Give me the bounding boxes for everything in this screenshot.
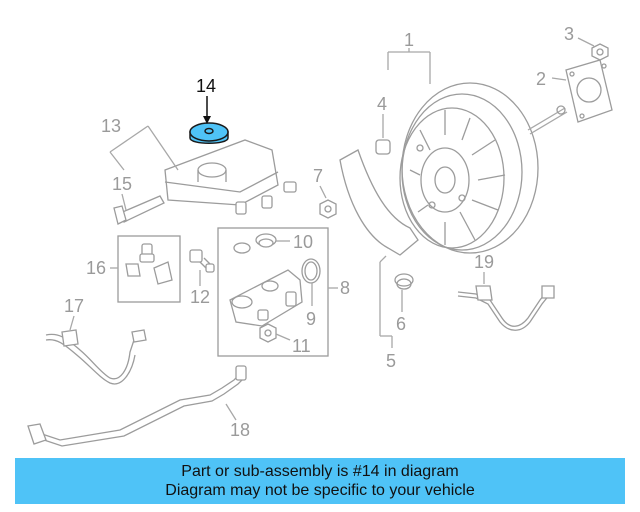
callout-14: 14 [196,76,216,96]
callout-13: 13 [101,116,121,136]
info-banner: Part or sub-assembly is #14 in diagram D… [15,458,625,504]
callout-6: 6 [396,314,406,334]
callout-8: 8 [340,278,350,298]
leader-lines [69,37,595,421]
callout-5: 5 [386,351,396,371]
callout-3: 3 [564,24,574,44]
brake-line-17 [45,329,147,385]
heat-shield [339,149,419,256]
grommet-6 [394,273,414,290]
booster-nut [591,43,609,61]
brake-line-18 [27,365,247,447]
callout-7: 7 [313,166,323,186]
callout-19: 19 [474,252,494,272]
callout-18: 18 [230,420,250,440]
reservoir-cap [189,122,229,144]
brake-booster [399,82,568,254]
bolt-12 [189,249,215,273]
callout-1: 1 [404,30,414,50]
banner-line-2: Diagram may not be specific to your vehi… [165,482,475,499]
callout-16: 16 [86,258,106,278]
callout-15: 15 [112,174,132,194]
callout-12: 12 [190,287,210,307]
callout-9: 9 [306,309,316,329]
callout-2: 2 [536,69,546,89]
reservoir-pin [113,195,165,225]
master-cylinder [217,227,329,357]
brake-fluid-reservoir [164,139,297,215]
booster-gasket [565,59,613,123]
callout-4: 4 [377,94,387,114]
callout-10: 10 [293,232,313,252]
callout-labels: 1 2 3 4 5 6 7 8 9 10 11 12 13 14 15 16 1… [64,24,574,440]
callout-11: 11 [292,336,311,356]
callout-17: 17 [64,296,84,316]
banner-line-1: Part or sub-assembly is #14 in diagram [181,463,459,480]
grommet-4 [375,139,391,155]
nut-7 [319,199,337,219]
sensor-kit [117,235,181,303]
sensor-line-19 [457,285,555,331]
